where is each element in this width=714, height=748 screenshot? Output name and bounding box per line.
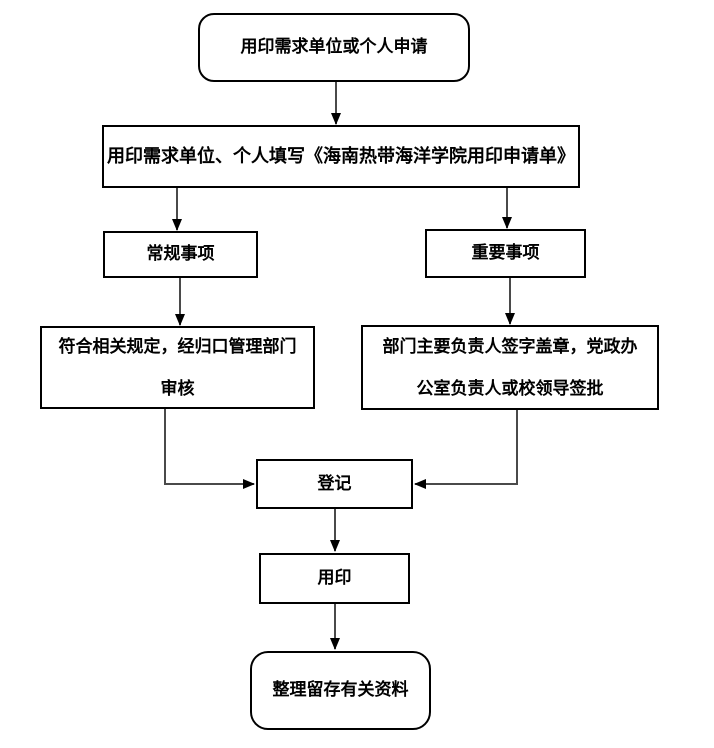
node-important-matters: 重要事项 [425, 229, 586, 278]
arrow-review-to-register [164, 409, 255, 489]
node-regular-matters: 常规事项 [103, 231, 258, 278]
node-archive-materials-label: 整理留存有关资料 [272, 680, 409, 700]
node-archive-materials: 整理留存有关资料 [250, 651, 431, 730]
node-use-seal-label: 用印 [317, 568, 352, 588]
node-leader-sign-line2: 公室负责人或校领导签批 [416, 378, 604, 398]
node-fill-form-label: 用印需求单位、个人填写《海南热带海洋学院用印申请单》 [107, 146, 575, 167]
node-leader-sign: 部门主要负责人签字盖章，党政办 公室负责人或校领导签批 [361, 325, 659, 410]
node-regular-matters-label: 常规事项 [146, 244, 215, 264]
node-fill-form: 用印需求单位、个人填写《海南热带海洋学院用印申请单》 [102, 125, 580, 188]
node-important-matters-label: 重要事项 [471, 243, 540, 263]
node-register-label: 登记 [317, 473, 352, 493]
node-department-review-line2: 审核 [160, 378, 195, 398]
node-leader-sign-line1: 部门主要负责人签字盖章，党政办 [382, 336, 638, 356]
node-department-review-line1: 符合相关规定，经归口管理部门 [58, 336, 297, 356]
node-department-review: 符合相关规定，经归口管理部门 审核 [40, 326, 315, 409]
node-use-seal: 用印 [259, 553, 410, 604]
node-start: 用印需求单位或个人申请 [198, 13, 470, 82]
node-start-label: 用印需求单位或个人申请 [240, 37, 428, 57]
arrow-sign-to-register [414, 410, 518, 489]
node-register: 登记 [256, 459, 413, 509]
